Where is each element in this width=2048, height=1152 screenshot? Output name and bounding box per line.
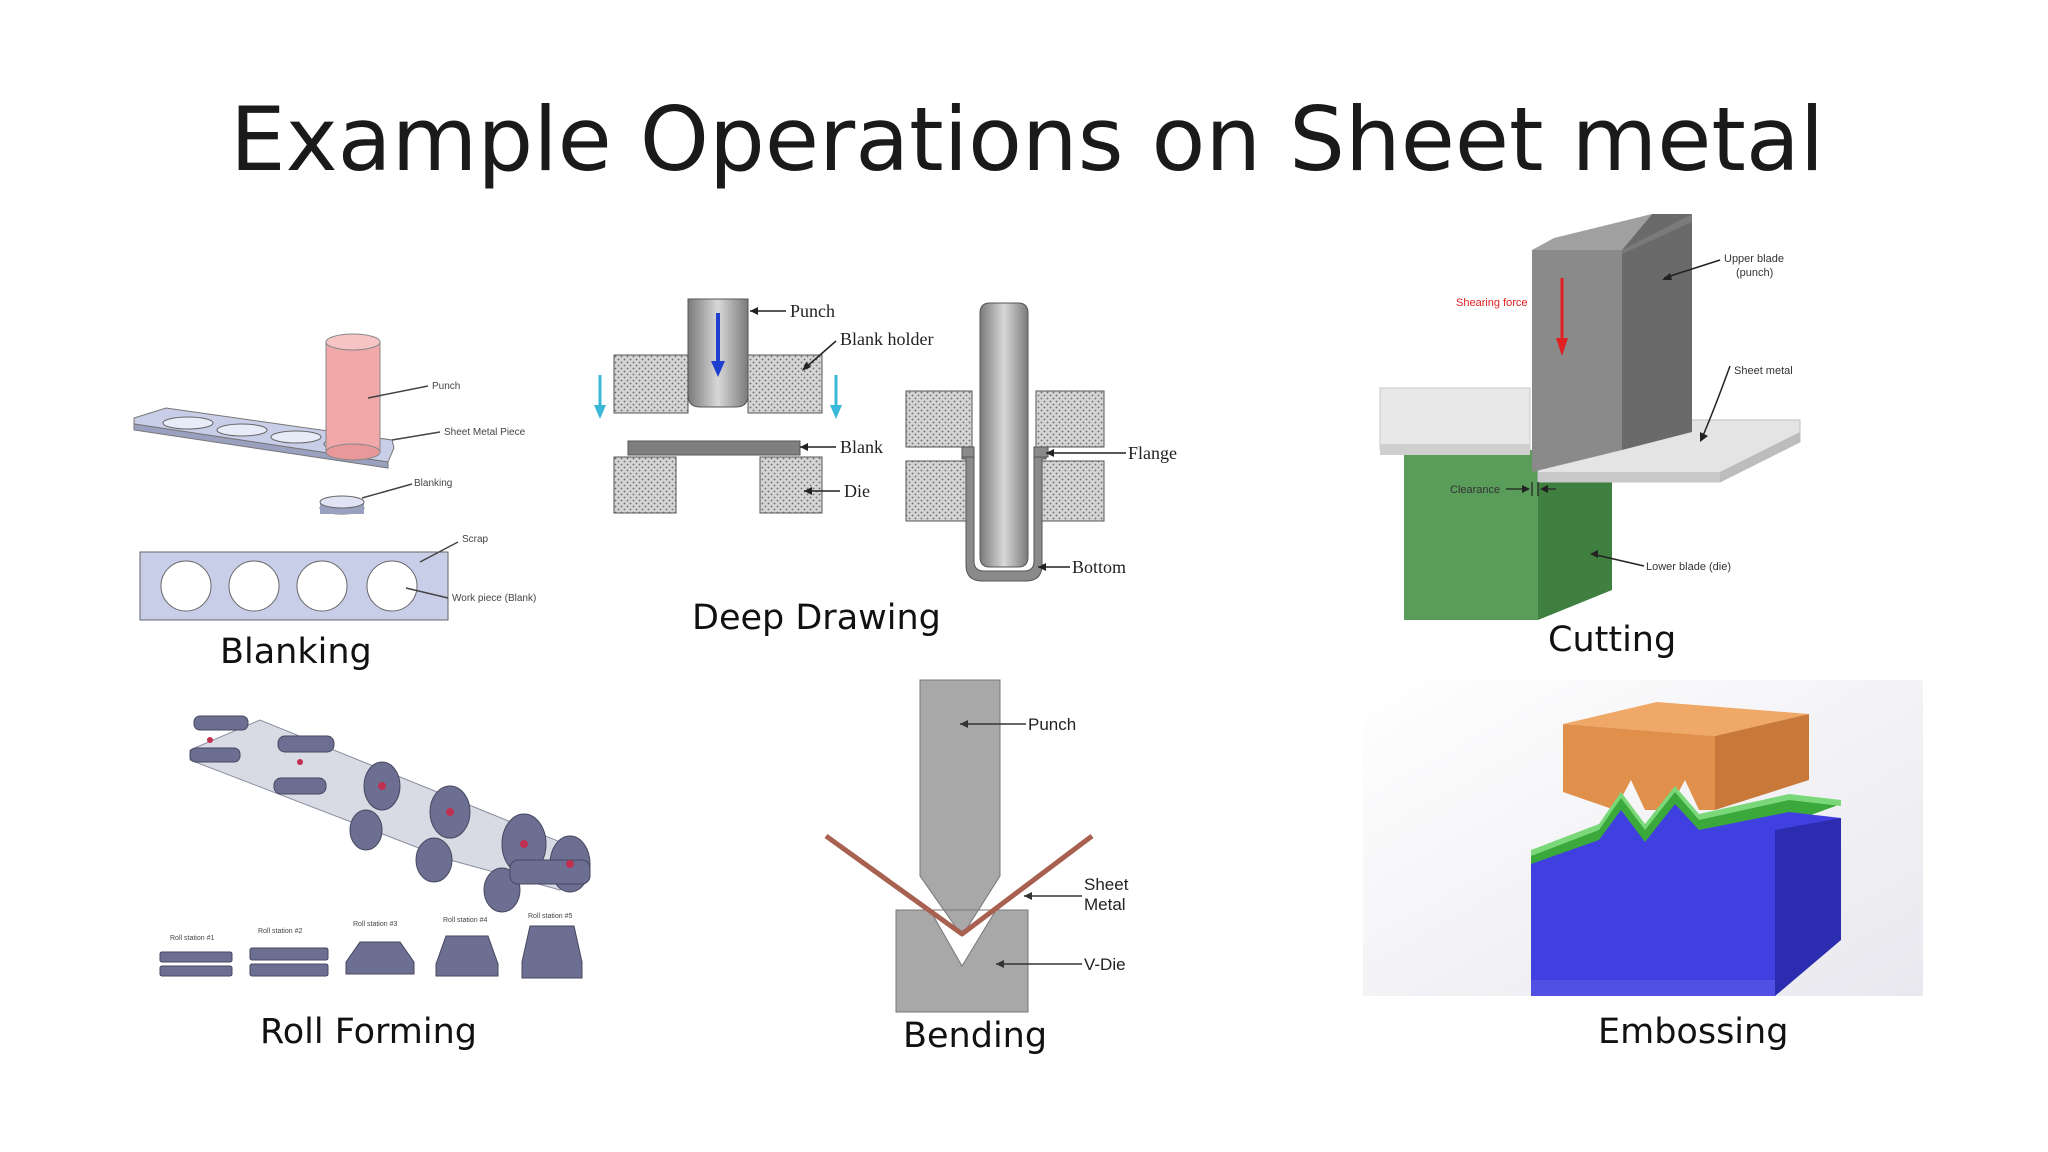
- deep-drawing-label-blank-holder: Blank holder: [840, 329, 933, 349]
- cutting-label-upper-blade: Upper blade: [1724, 253, 1784, 265]
- blanking-label-scrap: Scrap: [462, 534, 489, 545]
- cutting-label-lower-blade: Lower blade (die): [1646, 561, 1731, 573]
- bending-label-vdie: V-Die: [1084, 955, 1126, 974]
- cutting-label-clearance: Clearance: [1450, 484, 1500, 496]
- deep-drawing-label-blank: Blank: [840, 437, 883, 457]
- slide-title: Example Operations on Sheet metal: [230, 88, 1825, 191]
- blanking-label-sheet: Sheet Metal Piece: [444, 427, 526, 438]
- deep-drawing-caption: Deep Drawing: [692, 598, 941, 638]
- bending-label-punch: Punch: [1028, 715, 1076, 734]
- bending-label-sheet-1: Sheet: [1084, 875, 1129, 894]
- roll-station-3-label: Roll station #3: [353, 921, 397, 928]
- cutting-label-sheet: Sheet metal: [1734, 365, 1793, 377]
- deep-drawing-diagram: Punch Blank holder Blank Die Flange Bott…: [590, 295, 1190, 585]
- cutting-label-upper-blade-sub: (punch): [1736, 267, 1773, 279]
- embossing-caption: Embossing: [1598, 1012, 1789, 1052]
- bending-label-sheet-2: Metal: [1084, 895, 1126, 914]
- bending-diagram: Punch Sheet Metal V-Die: [820, 676, 1160, 1016]
- blanking-diagram: Punch Sheet Metal Piece Blanking Scrap W…: [130, 320, 570, 630]
- cutting-diagram: Shearing force Upper blade (punch) Sheet…: [1379, 210, 1860, 630]
- roll-station-1-label: Roll station #1: [170, 935, 214, 942]
- roll-station-2-label: Roll station #2: [258, 928, 302, 935]
- roll-station-5-label: Roll station #5: [528, 913, 572, 920]
- embossing-diagram: [1363, 680, 1923, 996]
- deep-drawing-label-flange: Flange: [1128, 443, 1177, 463]
- cutting-caption: Cutting: [1548, 620, 1677, 660]
- roll-station-4-label: Roll station #4: [443, 917, 487, 924]
- bending-caption: Bending: [903, 1016, 1048, 1056]
- blanking-label-punch: Punch: [432, 381, 460, 392]
- deep-drawing-label-die: Die: [844, 481, 870, 501]
- deep-drawing-label-bottom: Bottom: [1072, 557, 1126, 577]
- deep-drawing-label-punch: Punch: [790, 301, 835, 321]
- blanking-label-workpiece: Work piece (Blank): [452, 593, 536, 604]
- cutting-label-shearing-force: Shearing force: [1456, 297, 1528, 309]
- roll-forming-diagram: Roll station #1 Roll station #2 Roll sta…: [150, 700, 600, 1000]
- blanking-caption: Blanking: [220, 632, 372, 672]
- blanking-label-blanking: Blanking: [414, 478, 452, 489]
- roll-forming-caption: Roll Forming: [260, 1012, 478, 1052]
